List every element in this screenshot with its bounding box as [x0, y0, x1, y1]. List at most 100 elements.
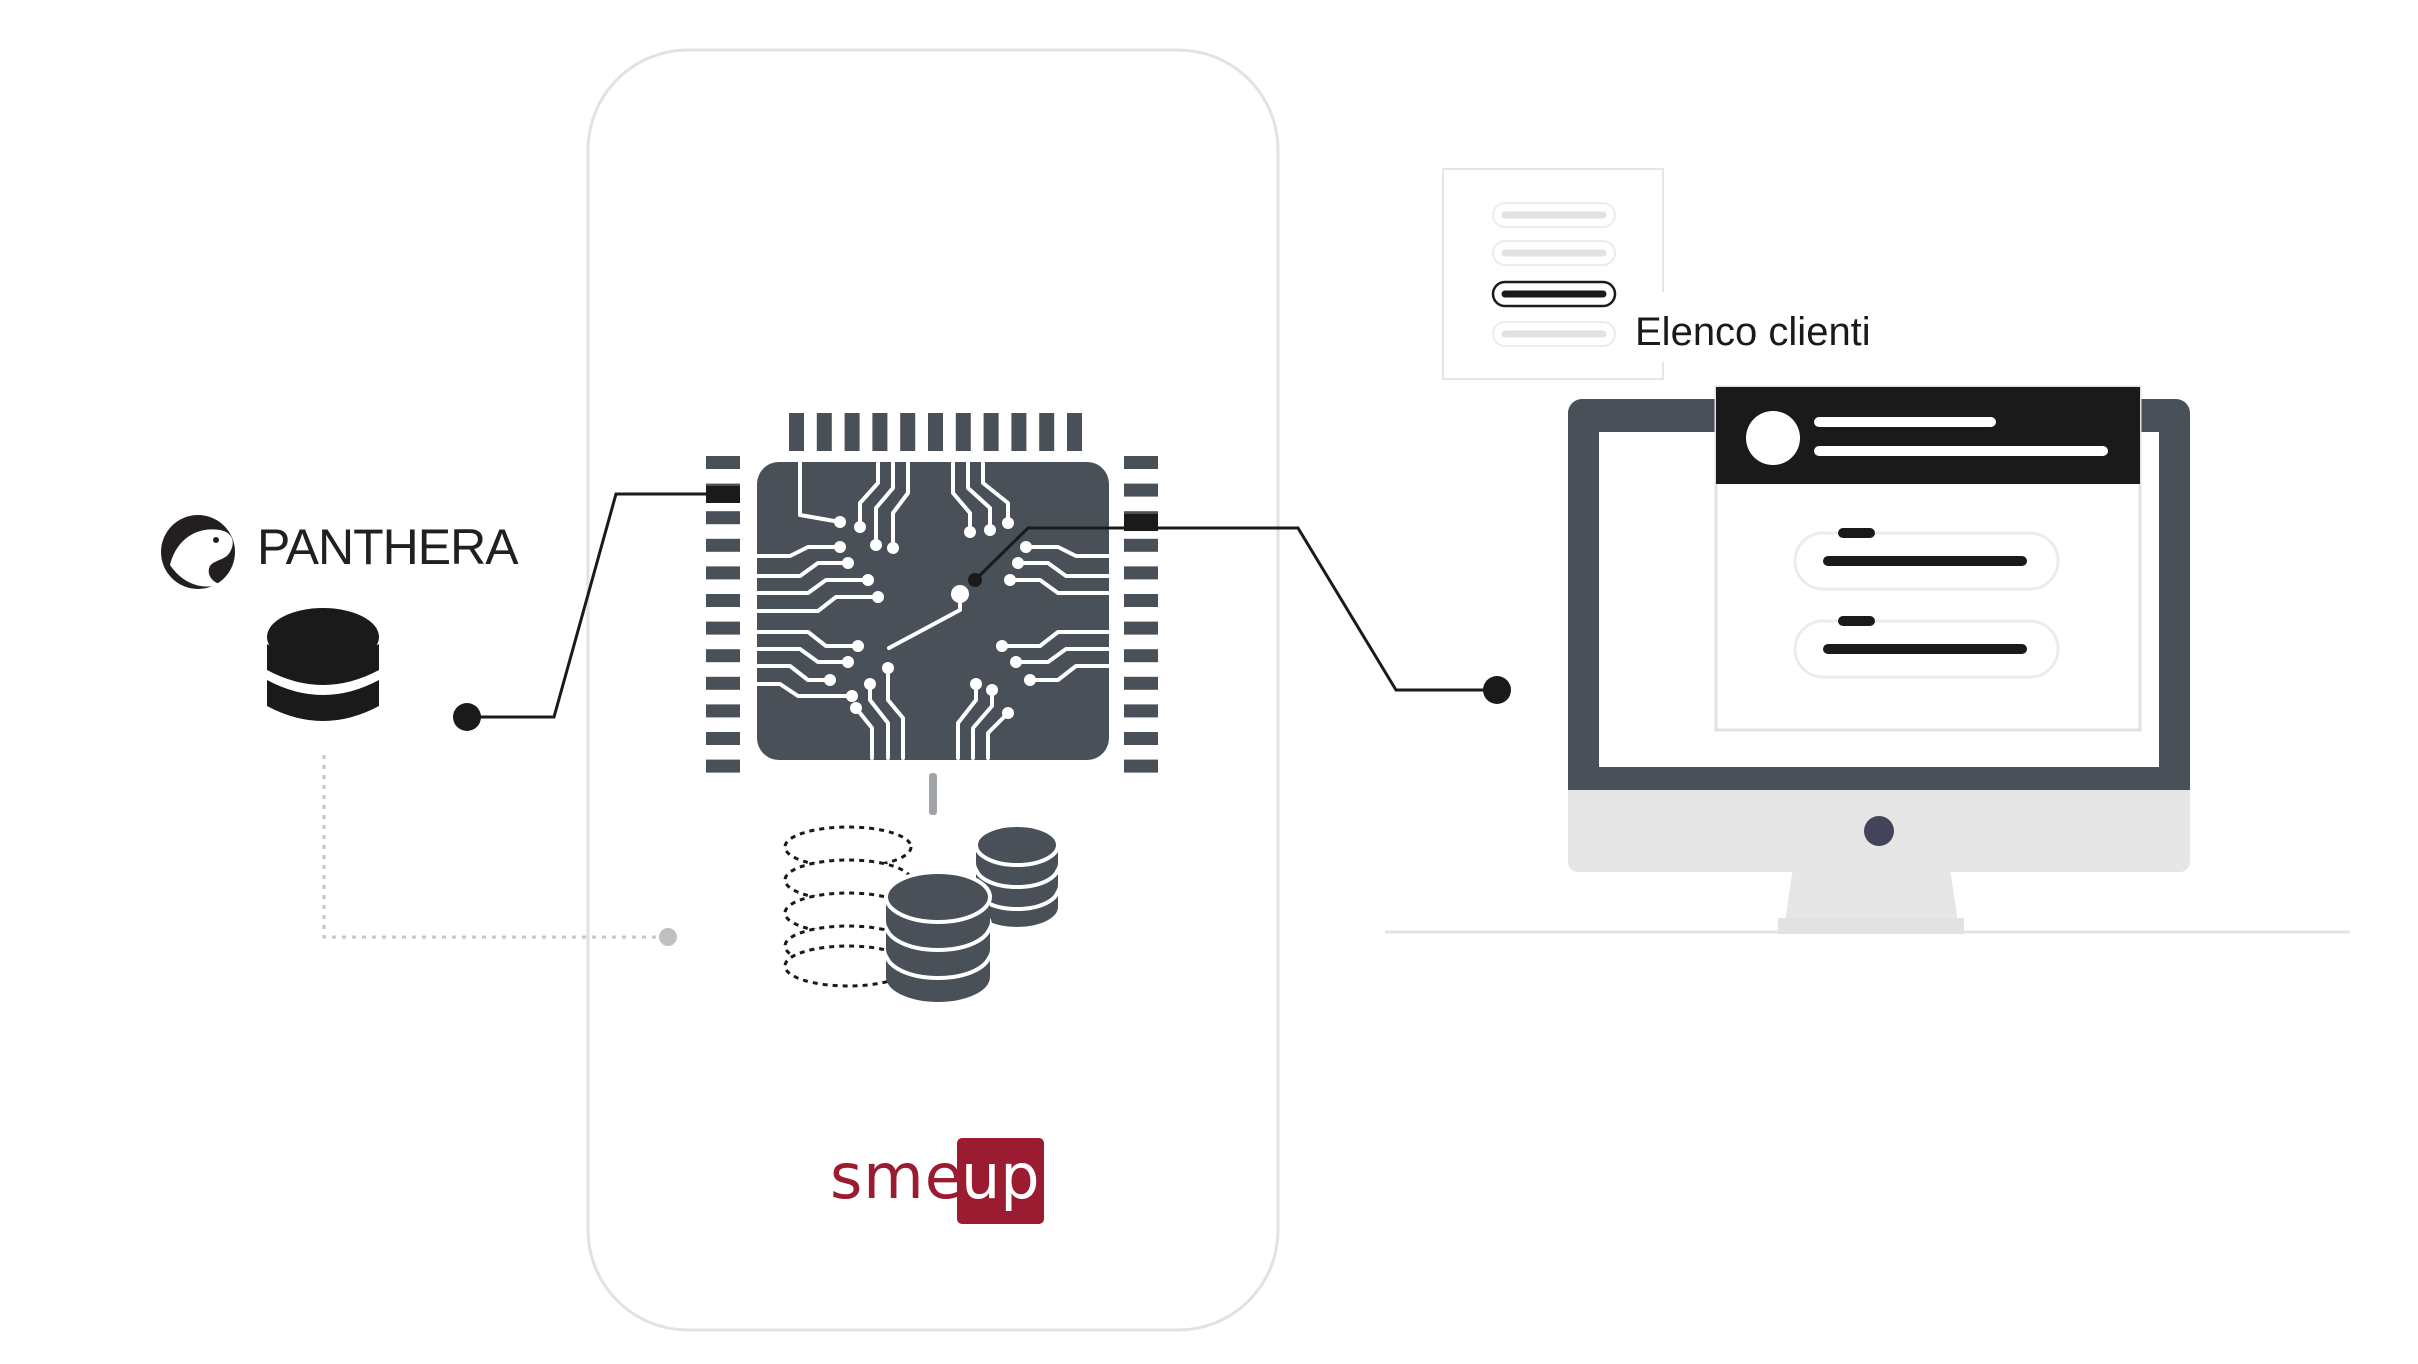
chip-trace-dot	[951, 585, 969, 603]
chip-trace	[986, 711, 1010, 760]
chip-pin-left	[706, 594, 740, 607]
chip-pin-right	[1124, 594, 1158, 607]
chip-trace-dot	[852, 640, 864, 652]
chip-pin-right	[1124, 649, 1158, 663]
chip-trace	[854, 706, 874, 760]
chip-trace-dot	[970, 678, 982, 690]
chip-pin-top	[955, 413, 971, 451]
chip-trace-dot	[1002, 517, 1014, 529]
chip-pin-top	[816, 413, 832, 451]
chip-pin-top	[900, 413, 916, 451]
chip-trace-dot	[1010, 656, 1022, 668]
client-list-window	[1714, 385, 2142, 732]
chip-pin-right	[1124, 732, 1158, 745]
chip-trace-dot	[986, 684, 998, 696]
chip-pin-top	[844, 413, 860, 451]
chip-pin-left	[706, 566, 740, 580]
chip-trace	[971, 688, 994, 760]
chip-trace-dot	[864, 678, 876, 690]
database-icon	[267, 608, 379, 721]
chip-pin-top	[928, 413, 943, 451]
dotted-connector	[322, 755, 668, 939]
chip-trace-dot	[1002, 707, 1014, 719]
chip-pin-top	[1011, 413, 1027, 451]
chip-trace-dot	[1024, 674, 1036, 686]
panther-icon	[161, 515, 235, 589]
chip-trace	[756, 664, 832, 682]
connector-chip-monitor	[973, 526, 1497, 692]
chip-pin-left	[706, 456, 740, 469]
chip-pin-top	[872, 413, 888, 451]
dotted-connector-end	[659, 928, 677, 946]
database-small-top	[974, 823, 1060, 867]
connector-source-chip	[467, 492, 722, 719]
chip-pin-left	[706, 732, 740, 745]
chip-pin-right	[1124, 704, 1158, 718]
database-stack-icon	[783, 823, 1060, 1002]
chip-trace	[966, 461, 992, 532]
chip-trace-dot	[872, 591, 884, 603]
chip-trace-dot	[850, 702, 862, 714]
chip-pin-left	[706, 649, 740, 663]
chip-trace-dot	[1012, 557, 1024, 569]
source-name: PANTHERA	[257, 519, 519, 575]
connector-monitor-dot	[1483, 676, 1511, 704]
chip-pin-top	[789, 413, 804, 451]
chip-trace	[756, 647, 850, 664]
chip-trace	[891, 461, 910, 550]
chip-trace	[1014, 647, 1110, 664]
chip-pin-right	[1124, 621, 1158, 635]
chip-trace	[874, 461, 895, 547]
chip-pin-right	[1124, 759, 1158, 773]
chip-trace-dot	[842, 656, 854, 668]
document-icon	[1442, 168, 1858, 380]
connector-source-dot	[453, 703, 481, 731]
chip-trace-dot	[996, 640, 1008, 652]
chip-trace-dot	[834, 541, 846, 553]
chip-left-port	[706, 486, 740, 503]
chip-pin-top	[1039, 413, 1055, 451]
platform-logo-part1: sme	[830, 1140, 964, 1213]
chip-trace	[951, 461, 972, 534]
chip-pin-right	[1124, 676, 1158, 690]
chip-trace-dot	[846, 690, 858, 702]
platform-logo-part2: up	[961, 1140, 1040, 1213]
chip-trace	[1000, 630, 1110, 648]
chip-trace-dot	[984, 524, 996, 536]
chip-pin-top	[983, 413, 999, 451]
chip-trace	[868, 682, 890, 760]
chip-pin-left	[706, 538, 740, 552]
chip-trace-dot	[824, 674, 836, 686]
chip-trace	[756, 682, 854, 698]
chip-pin-left	[706, 704, 740, 718]
chip-trace	[798, 461, 842, 524]
chip-trace	[1024, 545, 1110, 558]
chip-trace-dot	[842, 557, 854, 569]
connector-chip-node	[968, 573, 982, 587]
chip-trace-dot	[854, 521, 866, 533]
chip-trace	[1008, 578, 1110, 595]
chip-trace-dot	[834, 516, 846, 528]
chip-pin-right	[1124, 483, 1158, 497]
chip-trace	[858, 461, 880, 529]
chip-trace	[1016, 561, 1110, 578]
chip-trace	[756, 595, 880, 613]
chip-pin-left	[706, 759, 740, 773]
screen-caption: Elenco clienti	[1635, 310, 1871, 354]
chip-pin-left	[706, 511, 740, 525]
chip-db-link	[929, 773, 937, 815]
chip-trace	[886, 666, 905, 760]
chip-trace	[981, 461, 1010, 525]
chip-trace	[756, 578, 870, 595]
chip-trace	[1028, 664, 1110, 682]
chip-trace-dot	[1004, 574, 1016, 586]
chip-pin-right	[1124, 456, 1158, 469]
database-large-top	[884, 870, 992, 924]
chip-pin-left	[706, 676, 740, 690]
chip-pin-top	[1067, 413, 1082, 451]
database-stack-dashed-disk	[783, 825, 913, 869]
chip-trace-dot	[964, 526, 976, 538]
platform-logo-box: up	[957, 1138, 1044, 1224]
chip-trace-dot	[882, 662, 894, 674]
